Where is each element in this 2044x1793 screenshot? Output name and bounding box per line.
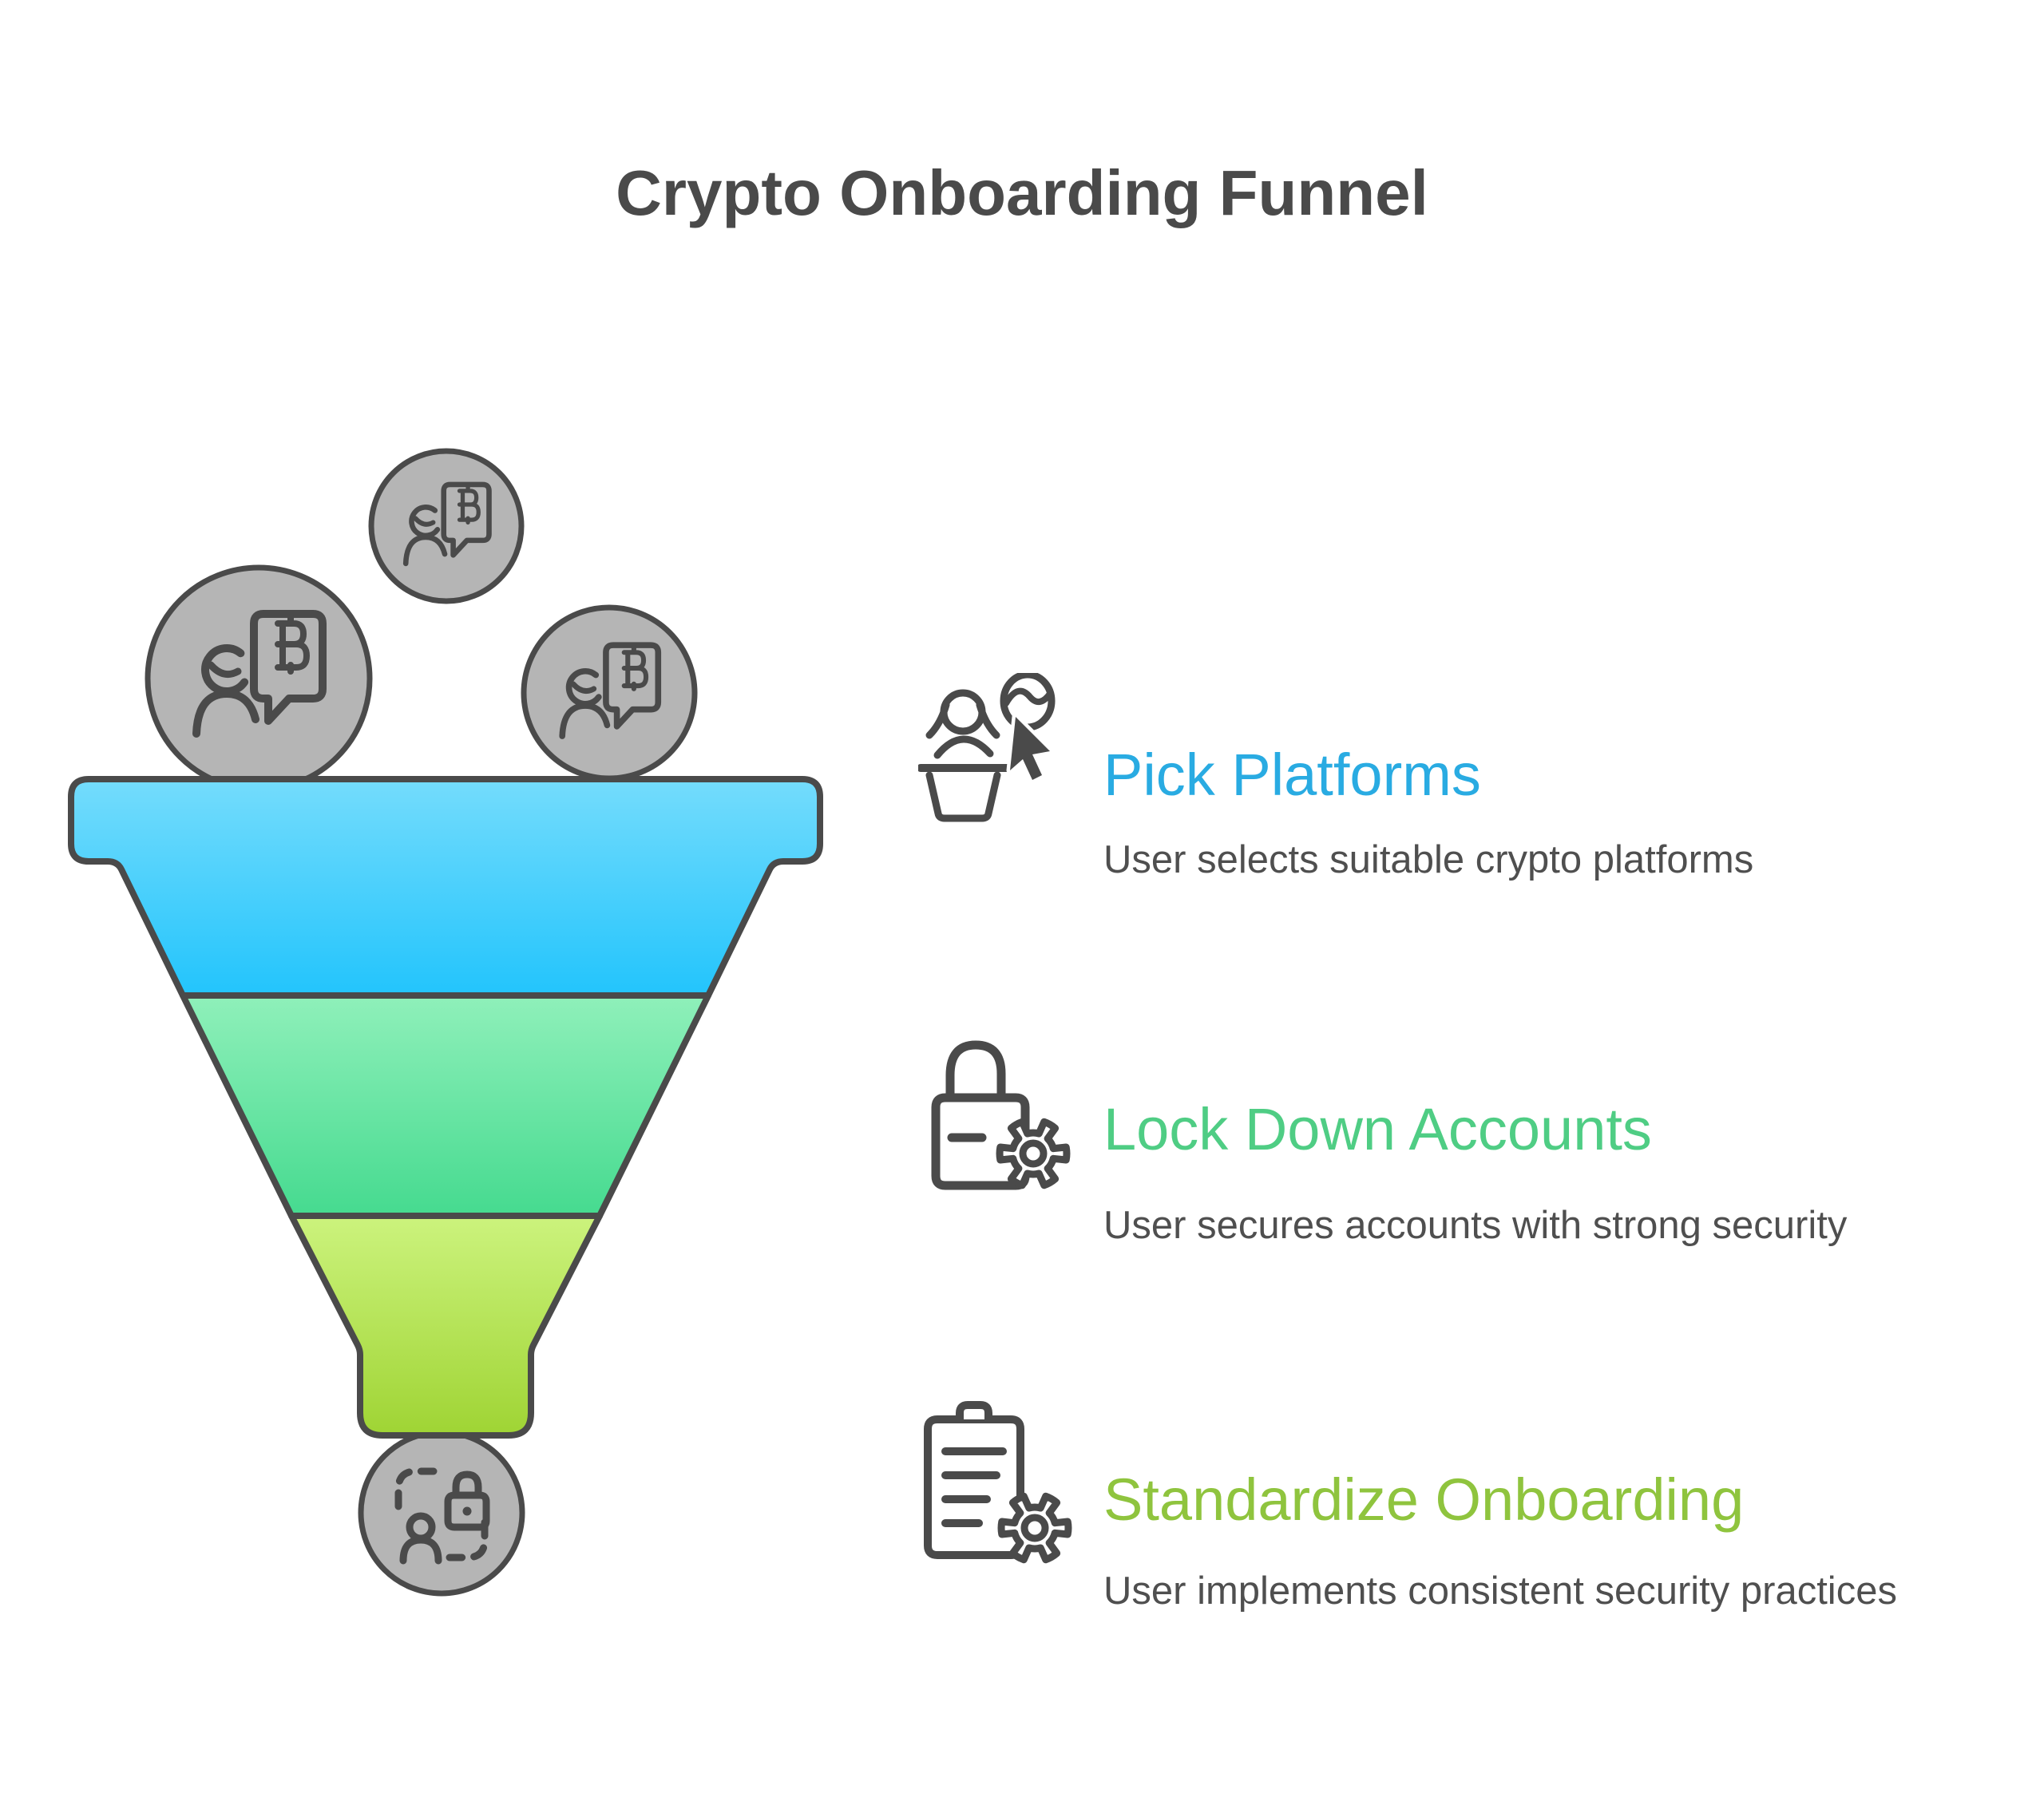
funnel-stage-lock-down-accounts xyxy=(180,992,711,1219)
user-coin-right xyxy=(521,604,698,782)
step-description-pick-platforms: User selects suitable crypto platforms xyxy=(1103,838,1754,881)
step-heading-pick-platforms: Pick Platforms xyxy=(1103,742,1481,808)
user-coin-output xyxy=(358,1429,525,1597)
step-description-standardize-onboarding: User implements consistent security prac… xyxy=(1103,1569,1897,1613)
step-description-lock-down-accounts: User secures accounts with strong securi… xyxy=(1103,1204,1848,1247)
user-coin-small xyxy=(368,448,525,604)
funnel-stage-standardize-onboarding xyxy=(288,1213,603,1439)
step-heading-lock-down-accounts: Lock Down Accounts xyxy=(1103,1096,1652,1162)
page-title: Crypto Onboarding Funnel xyxy=(616,157,1428,228)
lock-gear-icon xyxy=(931,1040,1075,1190)
clipboard-gear-icon xyxy=(924,1401,1078,1570)
funnel-stage-pick-platforms xyxy=(68,776,823,999)
step-heading-standardize-onboarding: Standardize Onboarding xyxy=(1103,1466,1745,1533)
funnel-graphic xyxy=(68,448,823,1597)
user-coin-left xyxy=(145,564,373,793)
platform-select-icon xyxy=(918,673,1056,822)
